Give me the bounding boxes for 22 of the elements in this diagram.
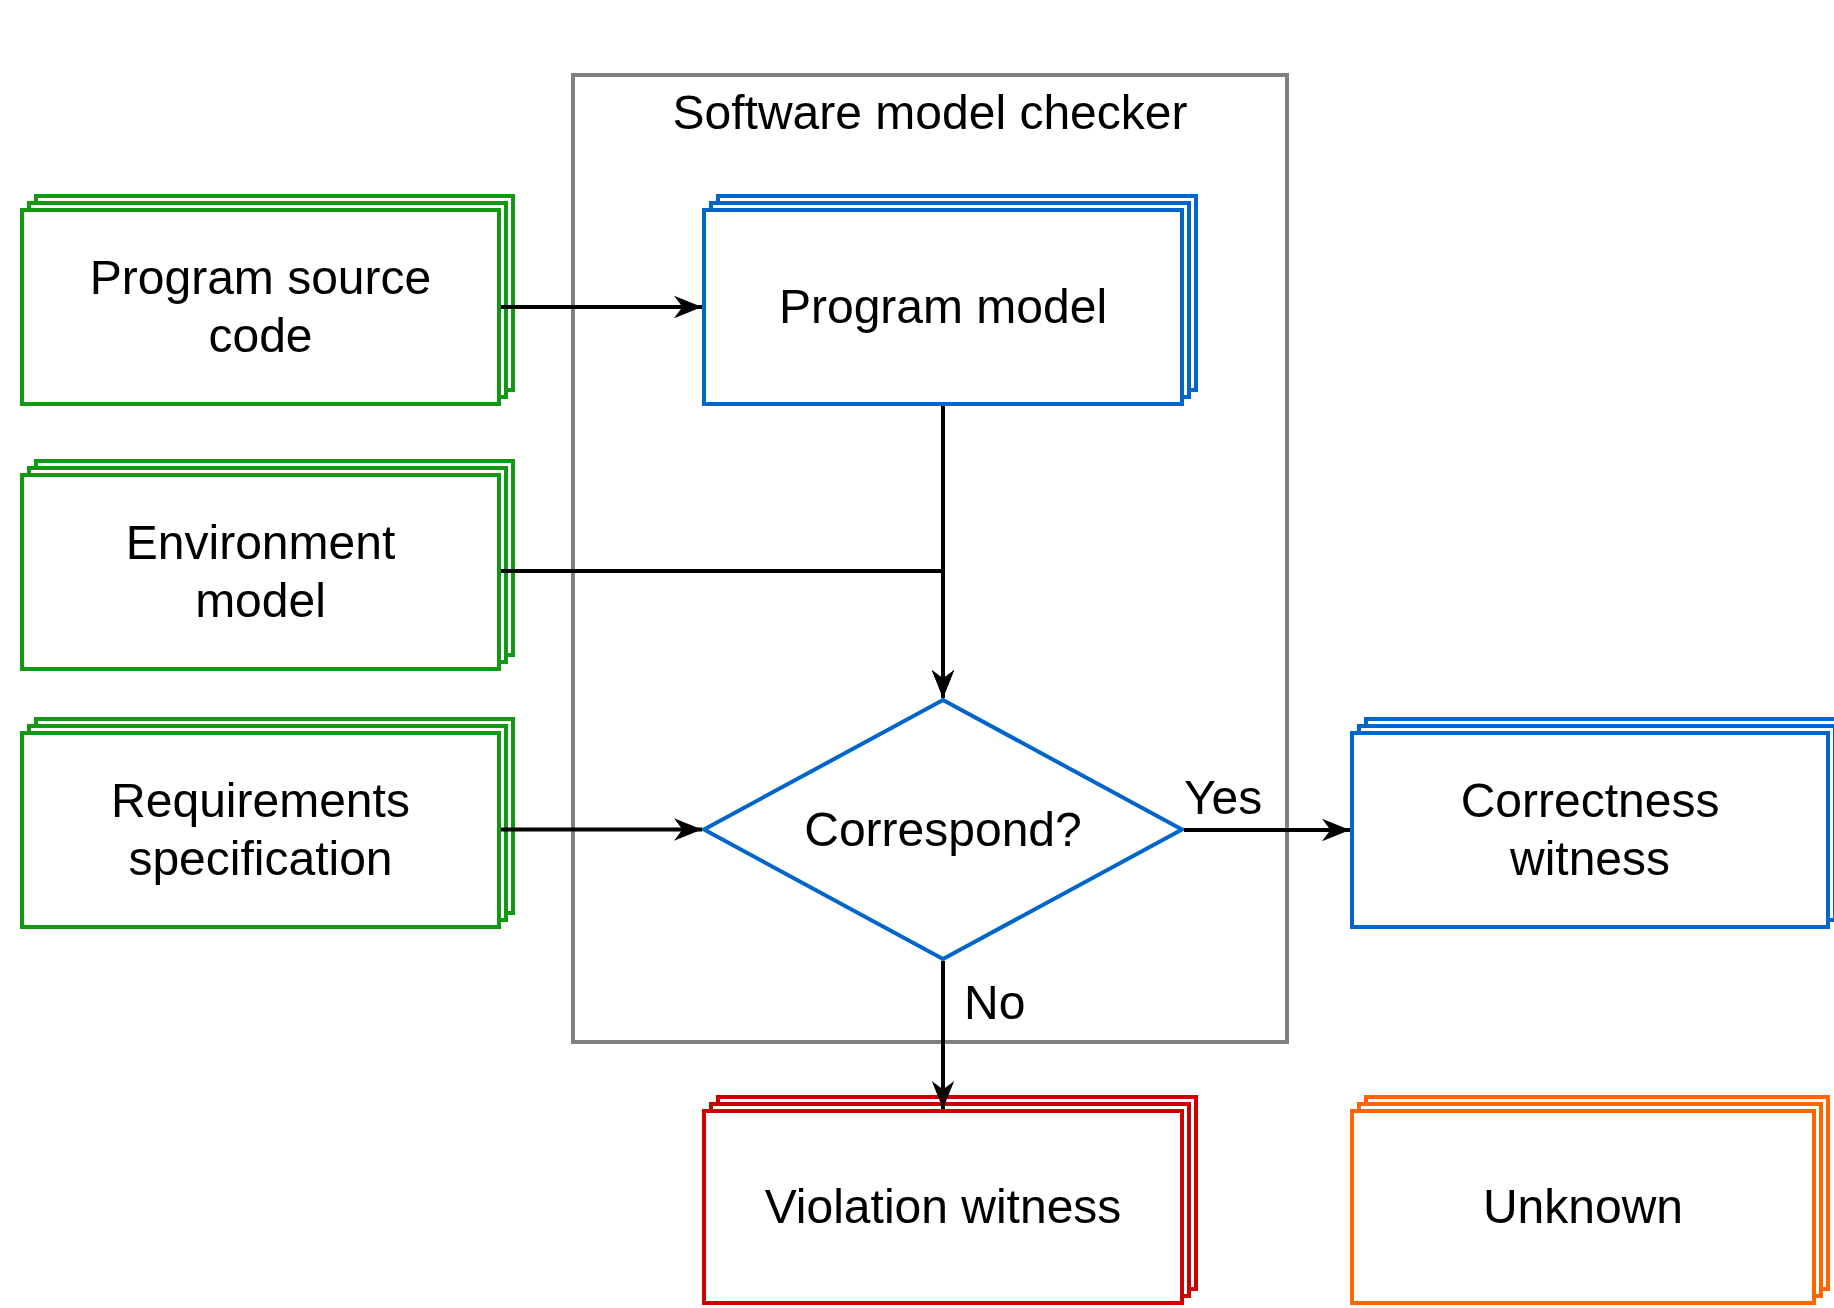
node-label: Program source code [88,250,433,364]
stacked-document-box [1350,1095,1830,1305]
stacked-document-box [702,194,1198,406]
arrow [931,961,955,1109]
node-label: Correctness witness [1459,773,1721,887]
node-label: Environment model [124,515,397,629]
stacked-document-box [20,717,515,929]
stacked-document-box [1350,717,1834,929]
stacked-document-box [20,194,515,406]
node-label: Program model [777,279,1109,336]
system-boundary-box [571,73,1289,1044]
stacked-document-box [20,459,515,671]
decision-diamond [702,698,1184,961]
arrow [501,295,702,319]
group-title: Software model checker [671,85,1189,142]
node-label: Correspond? [803,801,1083,858]
arrow [501,818,702,841]
arrow [1184,818,1350,842]
node-label: Violation witness [763,1179,1123,1236]
stacked-document-box [702,1095,1198,1305]
node-label: Unknown [1481,1179,1685,1236]
node-label: Requirements specification [110,773,411,887]
